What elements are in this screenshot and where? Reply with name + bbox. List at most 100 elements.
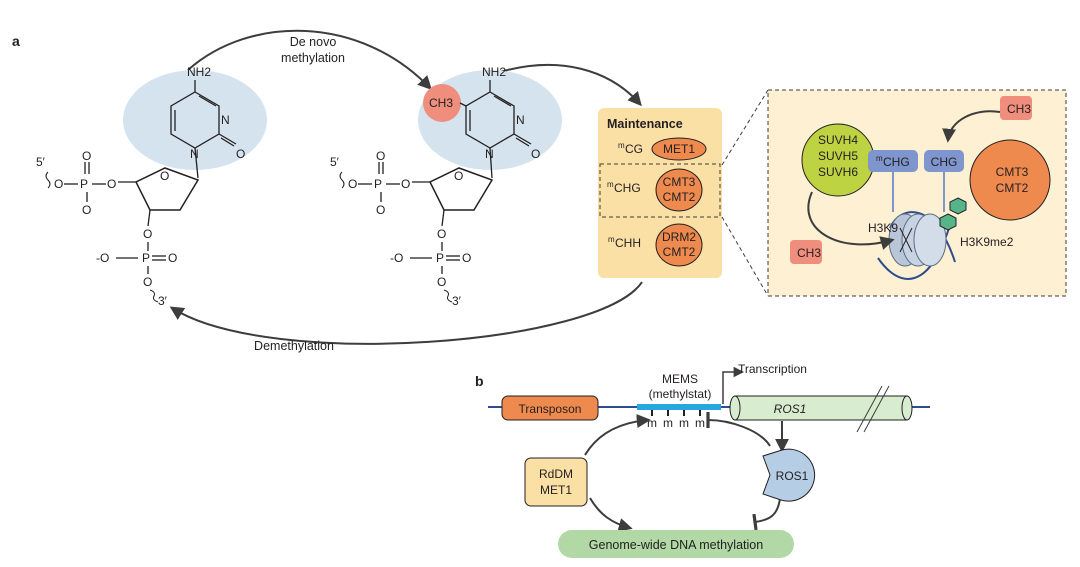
ch3-bottom-label: CH3	[797, 246, 821, 260]
m-sugar-o: O	[454, 169, 463, 183]
de-novo-label-line1: De novo	[290, 35, 337, 49]
ring-n2: N	[190, 147, 199, 161]
transposon-box	[501, 395, 599, 421]
cmt2b-label: CMT2	[663, 245, 696, 259]
mchg-tag-sup: m	[876, 154, 883, 163]
m-phosphate-p-1: P	[374, 177, 382, 191]
cmt-enzyme	[655, 168, 703, 212]
mchg-dashed-box	[599, 163, 721, 218]
phosphate-minus-o: -O	[96, 251, 109, 265]
m-mark-2: m	[663, 416, 673, 430]
ring-n1: N	[221, 113, 230, 127]
de-novo-label-line2: methylation	[281, 51, 345, 65]
m-mark-3: m	[679, 416, 689, 430]
m-ring-n1: N	[516, 113, 525, 127]
ros1-gene-label: ROS1	[774, 402, 807, 416]
mchh-context: CHH	[615, 236, 641, 250]
transcription-arrow	[722, 366, 745, 404]
nucleosome-disc-3	[913, 213, 947, 267]
chg-cmt3-label: CMT3	[996, 165, 1029, 179]
amino-group: NH2	[187, 65, 211, 79]
panel-a-label: a	[12, 33, 20, 49]
phosphate-o-7: O	[143, 275, 152, 289]
m-phosphate-o-2: O	[376, 149, 385, 163]
to-maintenance-arrow	[499, 64, 642, 107]
phosphate-o-1: O	[54, 177, 63, 191]
ros1-inhibits-genome	[752, 497, 781, 531]
m-phosphate-o-1: O	[348, 177, 357, 191]
m-carbonyl-o: O	[531, 147, 540, 161]
methyl-group-label: CH3	[429, 96, 453, 110]
rddm-label: RdDM	[539, 467, 573, 481]
mems-label-line1: MEMS	[662, 372, 698, 386]
ros1-protein	[762, 448, 816, 502]
h3k9-label: H3K9	[868, 221, 898, 235]
m-phosphate-o-3: O	[376, 203, 385, 217]
m-mark-1: m	[647, 416, 657, 430]
suvh5-label: SUVH5	[818, 149, 858, 163]
cmt3-label: CMT3	[663, 175, 696, 189]
phosphate-p-1: P	[80, 177, 88, 191]
zoom-line-top	[721, 89, 769, 166]
methylation-marks: m m m m	[647, 410, 705, 430]
m-phosphate-o-7: O	[437, 275, 446, 289]
mems-label-line2: (methylstat)	[649, 387, 712, 401]
m-five-prime-label: 5′	[330, 155, 340, 169]
ros1-gene: ROS1	[729, 385, 913, 433]
h3k9me2-mark-1	[949, 197, 967, 215]
ros1-inhibits-mems	[706, 411, 771, 447]
mchh-superscript: m	[608, 235, 615, 244]
h3k9me2-label: H3K9me2	[960, 235, 1014, 249]
ch3-bottom-tag	[790, 240, 822, 264]
m-ring-n2: N	[485, 147, 494, 161]
cmt2-label: CMT2	[663, 190, 696, 204]
phosphate-o-2: O	[82, 149, 91, 163]
demethylation-label: Demethylation	[254, 339, 334, 353]
transcription-label: Transcription	[738, 362, 807, 376]
m-amino-group: NH2	[482, 65, 506, 79]
genome-wide-label: Genome-wide DNA methylation	[589, 538, 763, 552]
met1-label: MET1	[663, 142, 695, 156]
de-novo-arrow	[187, 29, 432, 91]
methylcytosine-nucleotide: CH3 NH2 N N O O 5′ O P O O O O -O P	[330, 65, 562, 308]
ch3-top-label: CH3	[1007, 102, 1031, 116]
m-phosphate-o-4: O	[401, 177, 410, 191]
rddm-met1-box	[524, 457, 588, 507]
suvh4-label: SUVH4	[818, 133, 858, 147]
three-prime-label: 3′	[158, 294, 168, 308]
suvh6-label: SUVH6	[818, 165, 858, 179]
mchg-context: CHG	[614, 181, 641, 195]
phosphate-p-2: P	[142, 251, 150, 265]
mcg-context: CG	[625, 142, 643, 156]
rddm-to-mems-arrow	[584, 413, 651, 456]
m-phosphate-minus-o: -O	[390, 251, 403, 265]
ros1-protein-label: ROS1	[776, 469, 809, 483]
mchg-tag-label: CHG	[883, 155, 910, 169]
m-phosphate-o-5: O	[437, 227, 446, 241]
phosphate-o-3: O	[82, 203, 91, 217]
m-phosphate-p-2: P	[436, 251, 444, 265]
panel-b-label: b	[475, 373, 484, 389]
m-phosphate-o-6: O	[462, 251, 471, 265]
maintenance-panel: Maintenance m CG MET1 m CHG CMT3 CMT2 m …	[598, 108, 722, 278]
phosphate-o-4: O	[107, 177, 116, 191]
phosphate-o-6: O	[168, 251, 177, 265]
zoom-line-bottom	[721, 216, 769, 297]
m-mark-4: m	[695, 416, 705, 430]
h3k9me2-mark-2	[939, 213, 957, 231]
ch3-top-tag	[1000, 96, 1032, 120]
cytosine-base-highlight	[123, 70, 267, 170]
phosphate-o-5: O	[143, 227, 152, 241]
drm2-label: DRM2	[662, 230, 696, 244]
transposon-label: Transposon	[519, 402, 582, 416]
sugar-o: O	[160, 169, 169, 183]
rddm-to-genome-arrow	[589, 497, 633, 532]
maintenance-title: Maintenance	[607, 117, 683, 131]
m-three-prime-label: 3′	[452, 294, 462, 308]
met1-b-label: MET1	[540, 483, 572, 497]
mcg-superscript: m	[618, 141, 625, 150]
mchg-superscript: m	[607, 180, 614, 189]
five-prime-label: 5′	[36, 155, 46, 169]
met1-enzyme	[651, 137, 707, 161]
carbonyl-o: O	[236, 147, 245, 161]
